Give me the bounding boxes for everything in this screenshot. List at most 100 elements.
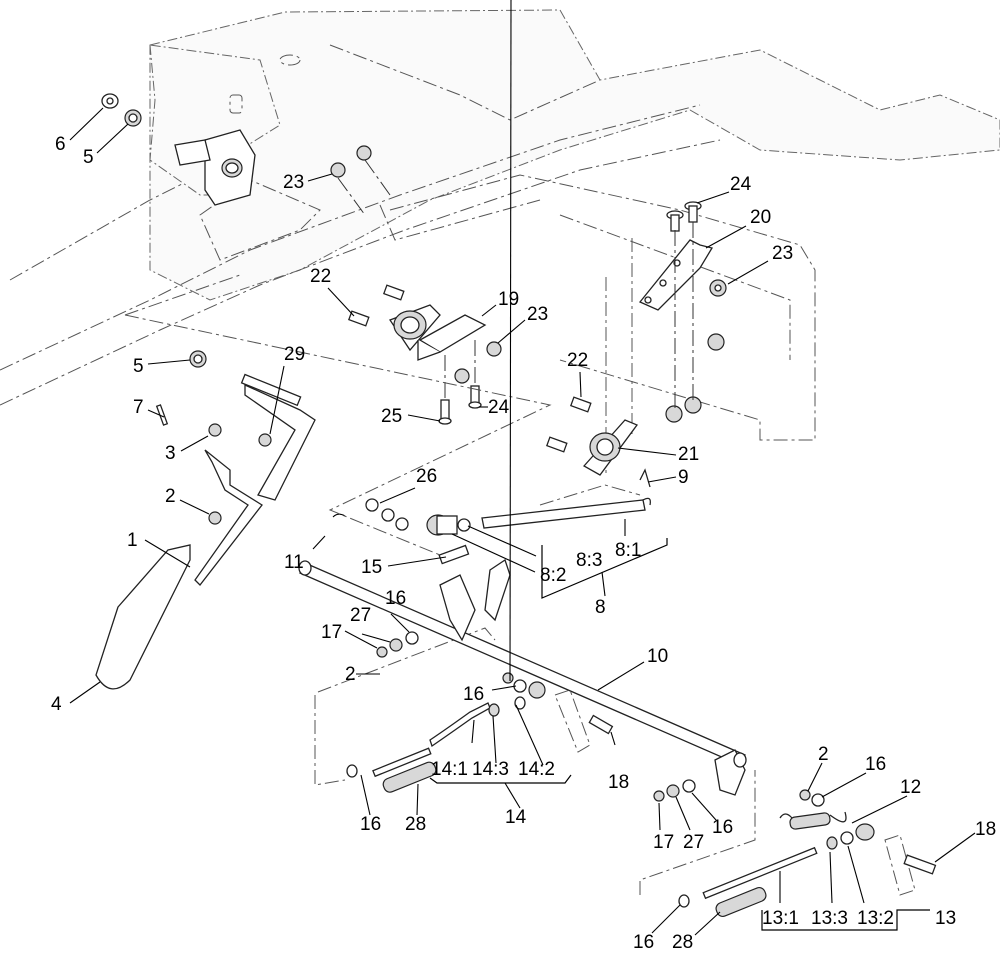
- bracket-8: [541, 538, 668, 599]
- part-nut-2c-washer-16d: [799, 789, 825, 807]
- callout-2: 2: [345, 664, 356, 685]
- callout-16: 16: [633, 932, 654, 953]
- part-nut-23b: [709, 279, 727, 297]
- callout-22: 22: [567, 350, 588, 371]
- callout-8-2: 8:2: [540, 565, 566, 586]
- leader-14: [504, 782, 521, 809]
- part-spring-28b: [715, 886, 767, 918]
- part-bushing-5b: [189, 350, 207, 368]
- leader-8: [601, 571, 606, 597]
- part-bushing-5a: [124, 109, 142, 127]
- callout-23: 23: [283, 172, 304, 193]
- part-shaft-10: [298, 558, 747, 796]
- callout-18: 18: [608, 772, 629, 793]
- callout-23: 23: [527, 304, 548, 325]
- leader-lines: [69, 0, 976, 936]
- callout-28: 28: [672, 932, 693, 953]
- callout-16: 16: [385, 588, 406, 609]
- part-washers-17-27-16b: [653, 779, 696, 802]
- callout-8: 8: [595, 597, 606, 618]
- callout-27: 27: [350, 605, 371, 626]
- phantom-guide: [605, 238, 633, 475]
- callout-18: 18: [975, 819, 996, 840]
- callout-13-2: 13:2: [857, 908, 894, 929]
- callout-17: 17: [321, 622, 342, 643]
- callout-24: 24: [488, 397, 510, 418]
- part-nut-23-extra: [665, 333, 725, 423]
- frame-bushing: [174, 129, 256, 206]
- part-spring-28a: [382, 761, 437, 793]
- part-plate-20: [638, 239, 714, 311]
- callout-8-3: 8:3: [576, 550, 602, 571]
- callout-13: 13: [935, 908, 956, 929]
- part-lever-1: [194, 373, 316, 586]
- bracket-14: [429, 774, 572, 784]
- callout-13-3: 13:3: [811, 908, 848, 929]
- callout-3: 3: [165, 443, 176, 464]
- part-rod-end-13-2: [840, 823, 875, 845]
- callout-23: 23: [772, 243, 793, 264]
- callout-27: 27: [683, 832, 704, 853]
- axis-line: [364, 159, 391, 196]
- callout-9: 9: [678, 467, 689, 488]
- phantom-guide: [639, 770, 756, 895]
- callout-24: 24: [730, 174, 752, 195]
- part-rod-8-1: [481, 497, 651, 529]
- part-nut-23a: [330, 145, 372, 178]
- part-bolt-18a: [588, 714, 614, 735]
- part-link-plate-a: [554, 689, 591, 753]
- callout-7: 7: [133, 397, 144, 418]
- part-link-plate-b: [884, 834, 916, 896]
- part-rod-end-8-2: [426, 514, 458, 536]
- part-nut-8-3: [457, 518, 471, 532]
- callout-5: 5: [83, 147, 94, 168]
- callout-19: 19: [498, 289, 519, 310]
- part-grip-4: [95, 544, 191, 690]
- part-spring-12: [779, 811, 847, 830]
- callout-2: 2: [818, 744, 829, 765]
- part-bolt-25: [438, 399, 452, 425]
- part-nut-2b-washer-16b: [502, 672, 527, 693]
- part-bearing-bracket-19: [389, 304, 487, 361]
- part-washers-17-27-16a: [376, 631, 419, 658]
- part-hairpin-9: [639, 468, 651, 488]
- callout-20: 20: [750, 207, 771, 228]
- callout-14: 14: [505, 807, 527, 828]
- callout-11: 11: [284, 552, 304, 573]
- part-carriage-bolts-24a: [666, 201, 702, 232]
- part-bolt-22a: [347, 284, 405, 327]
- part-bolt-3: [208, 423, 222, 437]
- part-washer-6: [101, 93, 119, 109]
- bracket-13: [761, 909, 930, 931]
- part-rod-14: [346, 702, 491, 778]
- phantom-guide: [539, 484, 641, 506]
- callout-10: 10: [647, 646, 668, 667]
- part-bolt-22b: [545, 396, 592, 453]
- callout-14-1: 14:1: [431, 759, 468, 780]
- part-rod-13-1: [678, 846, 818, 908]
- part-nut-23c: [454, 341, 502, 384]
- callout-21: 21: [678, 444, 699, 465]
- callout-17: 17: [653, 832, 674, 853]
- callout-29: 29: [284, 344, 305, 365]
- callout-14-3: 14:3: [472, 759, 509, 780]
- callout-labels: 6 5 23 24 20 23 22 19 23 5 29 7 3 25 24 …: [51, 134, 996, 953]
- part-nut-13-3: [826, 836, 838, 850]
- phantom-guide: [124, 274, 552, 556]
- axis-line: [337, 177, 366, 216]
- part-bolt-18b: [903, 854, 937, 875]
- callout-22: 22: [310, 266, 331, 287]
- callout-16: 16: [360, 814, 381, 835]
- callout-13-1: 13:1: [762, 908, 799, 929]
- callout-28: 28: [405, 814, 426, 835]
- part-rod-end-14-2: [514, 681, 546, 710]
- part-bearing-21: [582, 419, 639, 476]
- callout-5: 5: [133, 356, 144, 377]
- part-washers-26: [365, 498, 409, 531]
- part-bolt-24b: [468, 385, 482, 409]
- callout-12: 12: [900, 777, 921, 798]
- callout-4: 4: [51, 694, 62, 715]
- part-nut-29: [258, 433, 272, 447]
